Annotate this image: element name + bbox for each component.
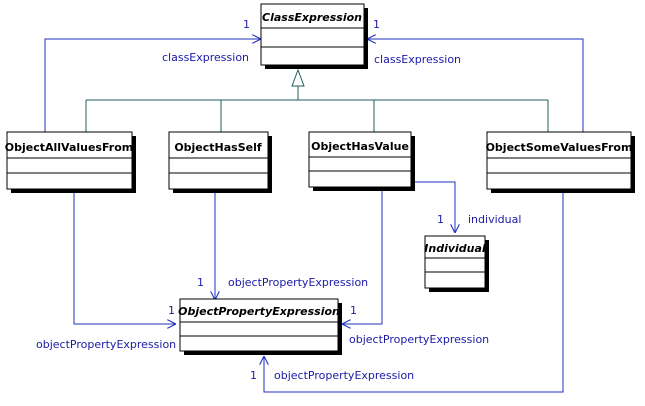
assoc-some-values-class-expression: [367, 39, 584, 132]
multiplicity-all-values-class: 1: [243, 18, 250, 31]
role-has-value-individual: individual: [468, 213, 521, 226]
class-box-object-property-expression[interactable]: ObjectPropertyExpression: [178, 298, 342, 355]
assoc-has-value-ope: [342, 190, 383, 324]
class-box-object-all-values-from[interactable]: ObjectAllValuesFrom: [5, 131, 136, 193]
role-has-value-ope: objectPropertyExpression: [349, 333, 489, 346]
class-name-object-some-values-from: ObjectSomeValuesFrom: [486, 141, 633, 154]
association-lines: [44, 39, 584, 393]
assoc-some-values-ope: [264, 193, 564, 393]
role-some-values-class: classExpression: [374, 53, 461, 66]
multiplicity-some-values-ope: 1: [250, 369, 257, 382]
class-name-object-all-values-from: ObjectAllValuesFrom: [5, 141, 134, 154]
assoc-all-values-class-expression: [44, 39, 261, 132]
assoc-all-values-ope: [73, 193, 176, 324]
class-box-class-expression[interactable]: ClassExpression: [260, 3, 368, 69]
role-all-values-ope: objectPropertyExpression: [36, 338, 176, 351]
multiplicity-some-values-class: 1: [373, 18, 380, 31]
role-has-self-ope: objectPropertyExpression: [228, 276, 368, 289]
generalization-triangle-icon: [291, 68, 305, 87]
class-box-object-has-self[interactable]: ObjectHasSelf: [168, 131, 272, 193]
multiplicity-has-value-ope: 1: [350, 304, 357, 317]
class-box-individual[interactable]: Individual: [424, 235, 489, 292]
assoc-has-value-individual: [413, 181, 455, 233]
generalization-lines: [85, 68, 549, 132]
multiplicity-has-self-ope: 1: [197, 276, 204, 289]
class-box-object-some-values-from[interactable]: ObjectSomeValuesFrom: [486, 131, 635, 193]
multiplicity-has-value-individual: 1: [437, 213, 444, 226]
association-labels: 1 classExpression 1 classExpression 1 in…: [36, 18, 521, 382]
class-name-class-expression: ClassExpression: [262, 11, 362, 24]
class-name-object-has-self: ObjectHasSelf: [174, 141, 262, 154]
class-box-object-has-value[interactable]: ObjectHasValue: [308, 131, 415, 191]
multiplicity-all-values-ope: 1: [168, 304, 175, 317]
role-all-values-class: classExpression: [162, 51, 249, 64]
class-name-object-has-value: ObjectHasValue: [311, 140, 409, 153]
class-name-object-property-expression: ObjectPropertyExpression: [178, 305, 340, 318]
role-some-values-ope: objectPropertyExpression: [274, 369, 414, 382]
class-name-individual: Individual: [424, 242, 486, 255]
